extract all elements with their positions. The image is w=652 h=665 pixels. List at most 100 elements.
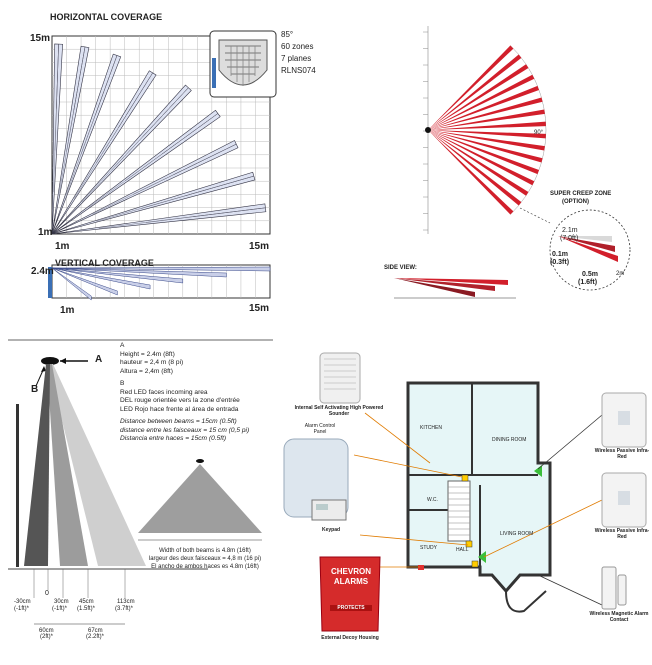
- span-67-ft: (2.2ft)*: [86, 634, 105, 640]
- x-axis-right-label: 15m: [249, 241, 270, 252]
- vertical-beam: [51, 267, 184, 284]
- room-kitchen: KITCHEN: [420, 425, 442, 431]
- pir-1-caption: Wireless Passive Infra-Red: [594, 448, 650, 460]
- spec-planes: 7 planes: [281, 54, 312, 63]
- fan-beam: [428, 64, 529, 130]
- beam-detector-panel: A B A Height = 2.4m (8ft) hauteur = 2,4 …: [8, 339, 278, 640]
- plan-beam-triangle: [138, 464, 262, 533]
- beam-sub-line: [192, 207, 266, 217]
- creep-beam: [558, 236, 612, 242]
- floorplan-panel: KITCHEN DINING ROOM LIVING ROOM STUDY HA…: [280, 335, 652, 665]
- fan-beam: [428, 130, 529, 196]
- fan-sensor-dot: [425, 127, 431, 133]
- fan-beam: [428, 130, 514, 215]
- marker-pir-2: [478, 551, 486, 563]
- spacing-fr: distance entre les faisceaux = 15 cm (0,…: [120, 426, 250, 434]
- horizontal-coverage-panel: HORIZONTAL COVERAGE 15m 1m 1m 15m 85° 60…: [0, 0, 316, 320]
- horizontal-coverage-chart: [48, 35, 271, 301]
- tick-30-ft: (-1ft)*: [52, 606, 67, 612]
- tick-neg30-m: -30cm: [14, 599, 31, 605]
- fan-beam: [428, 130, 540, 175]
- spec-zones: 60 zones: [281, 42, 314, 51]
- brand-alarms: ALARMS: [333, 577, 369, 586]
- beam-sub-line: [56, 44, 59, 109]
- beam-sub-line: [141, 87, 189, 138]
- fan-pattern-panel: 90° SUPER CREEP ZONE (OPTION) SIDE VIEW:…: [380, 18, 652, 318]
- fan-beam: [428, 74, 535, 130]
- vertical-beam: [51, 267, 151, 290]
- vertical-x-left-label: 1m: [60, 305, 75, 316]
- beam-middle: [47, 364, 88, 566]
- creep-height-ft: (7.0ft): [560, 235, 579, 242]
- brand-chevron: CHEVRON: [330, 567, 371, 576]
- beam-sub-line: [185, 175, 254, 196]
- room-wc: W.C.: [427, 497, 438, 503]
- vertical-beam: [51, 267, 227, 278]
- pir-2-caption: Wireless Passive Infra-Red: [594, 528, 650, 540]
- width-fr: largeur des deux faisceaux = 4,8 m (16 p…: [148, 556, 262, 562]
- tick-45-ft: (1.5ft)*: [77, 606, 96, 612]
- marker-decoy: [418, 565, 424, 570]
- tick-neg30-ft: (-1ft)*: [14, 606, 29, 612]
- label-b: B: [31, 384, 39, 395]
- b-led-en: Red LED faces incoming area: [120, 388, 208, 396]
- tick-113-ft: (3.7ft)*: [115, 606, 134, 612]
- marker-control: [461, 474, 469, 482]
- beam-outer-light: [48, 364, 146, 566]
- vertical-beam: [51, 266, 271, 272]
- vertical-beam: [51, 267, 118, 296]
- beam-sub-line: [73, 46, 86, 111]
- fan-beam: [428, 130, 546, 139]
- creep-zone-subtitle: (OPTION): [562, 199, 589, 205]
- side-view-beam: [394, 278, 475, 297]
- spacing-en: Distance between beams = 15cm (0.5ft): [120, 418, 237, 425]
- a-heading: A: [120, 342, 125, 349]
- room-study: STUDY: [420, 545, 437, 551]
- creep-low-ft: (0.3ft): [550, 259, 570, 266]
- fan-beam: [428, 130, 535, 186]
- width-info-block: Width of both beams is 4.8m (16ft) large…: [140, 547, 270, 571]
- y-axis-bottom-label: 1m: [38, 227, 53, 238]
- fan-beam: [428, 130, 543, 163]
- a-height-es: Altura = 2,4m (8ft): [120, 367, 173, 375]
- width-en: Width of both beams is 4.8m (16ft): [159, 548, 251, 554]
- side-view-label: SIDE VIEW:: [384, 265, 417, 271]
- fan-beam: [428, 97, 543, 130]
- b-led-fr: DEL rouge orientée vers la zone d'entrée: [120, 397, 240, 404]
- creep-zone-title: SUPER CREEP ZONE: [550, 191, 612, 197]
- fan-beam: [428, 85, 540, 130]
- tick-113-m: 113cm: [117, 599, 135, 605]
- width-es: El ancho de ambos haces es 4.8m (16ft): [151, 564, 259, 570]
- creep-beam: [558, 236, 618, 262]
- vertical-height-label: 2.4m: [31, 266, 54, 277]
- fan-beam: [428, 130, 545, 151]
- y-axis-top-label: 15m: [30, 33, 51, 44]
- vertical-x-right-label: 15m: [249, 303, 270, 314]
- side-view-beam: [394, 278, 495, 291]
- fan-pattern-chart: [394, 26, 631, 299]
- marker-sounder: [465, 540, 473, 548]
- spec-model: RLNS074: [281, 66, 316, 75]
- sounder-caption: Internal Self Activating High Powered So…: [294, 405, 384, 417]
- beam-sub-line: [173, 143, 237, 175]
- a-height-en: Height = 2.4m (8ft): [120, 350, 175, 358]
- span-60-m: 60cm: [39, 628, 54, 634]
- b-heading: B: [120, 380, 125, 387]
- lens-drawing: [209, 30, 277, 98]
- height-bar: [16, 404, 19, 567]
- sounder-device: [319, 352, 361, 404]
- side-view-beam: [394, 278, 508, 285]
- creep-zone-circle: [549, 209, 631, 291]
- fan-beam: [428, 109, 545, 130]
- creep-dist-ft: (1.6ft): [578, 279, 598, 286]
- bay-window: [505, 590, 547, 613]
- creep-height-label: 2.1m: [562, 227, 578, 234]
- marker-keypad: [471, 560, 479, 568]
- tick-30-m: 30cm: [54, 599, 69, 605]
- creep-beam: [558, 236, 615, 252]
- floorplan-drawing: [283, 352, 647, 632]
- spacing-es: Distancia entre haces = 15cm (0.5ft): [120, 435, 227, 442]
- beam-sub-line: [94, 55, 118, 117]
- decoy-caption: External Decoy Housing: [321, 635, 379, 641]
- control-panel-caption: Alarm Control Panel: [304, 423, 336, 435]
